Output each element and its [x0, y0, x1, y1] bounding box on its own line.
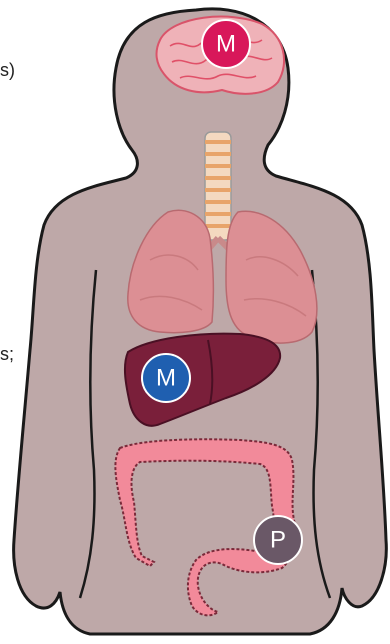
marker-liver-label: M — [156, 365, 176, 392]
edge-text-middle: s; — [0, 344, 14, 365]
edge-text-top: s) — [0, 60, 15, 81]
marker-colon: P — [254, 516, 302, 564]
marker-brain: M — [202, 20, 250, 68]
marker-brain-label: M — [216, 31, 236, 58]
marker-liver: M — [142, 354, 190, 402]
marker-colon-label: P — [270, 527, 286, 554]
